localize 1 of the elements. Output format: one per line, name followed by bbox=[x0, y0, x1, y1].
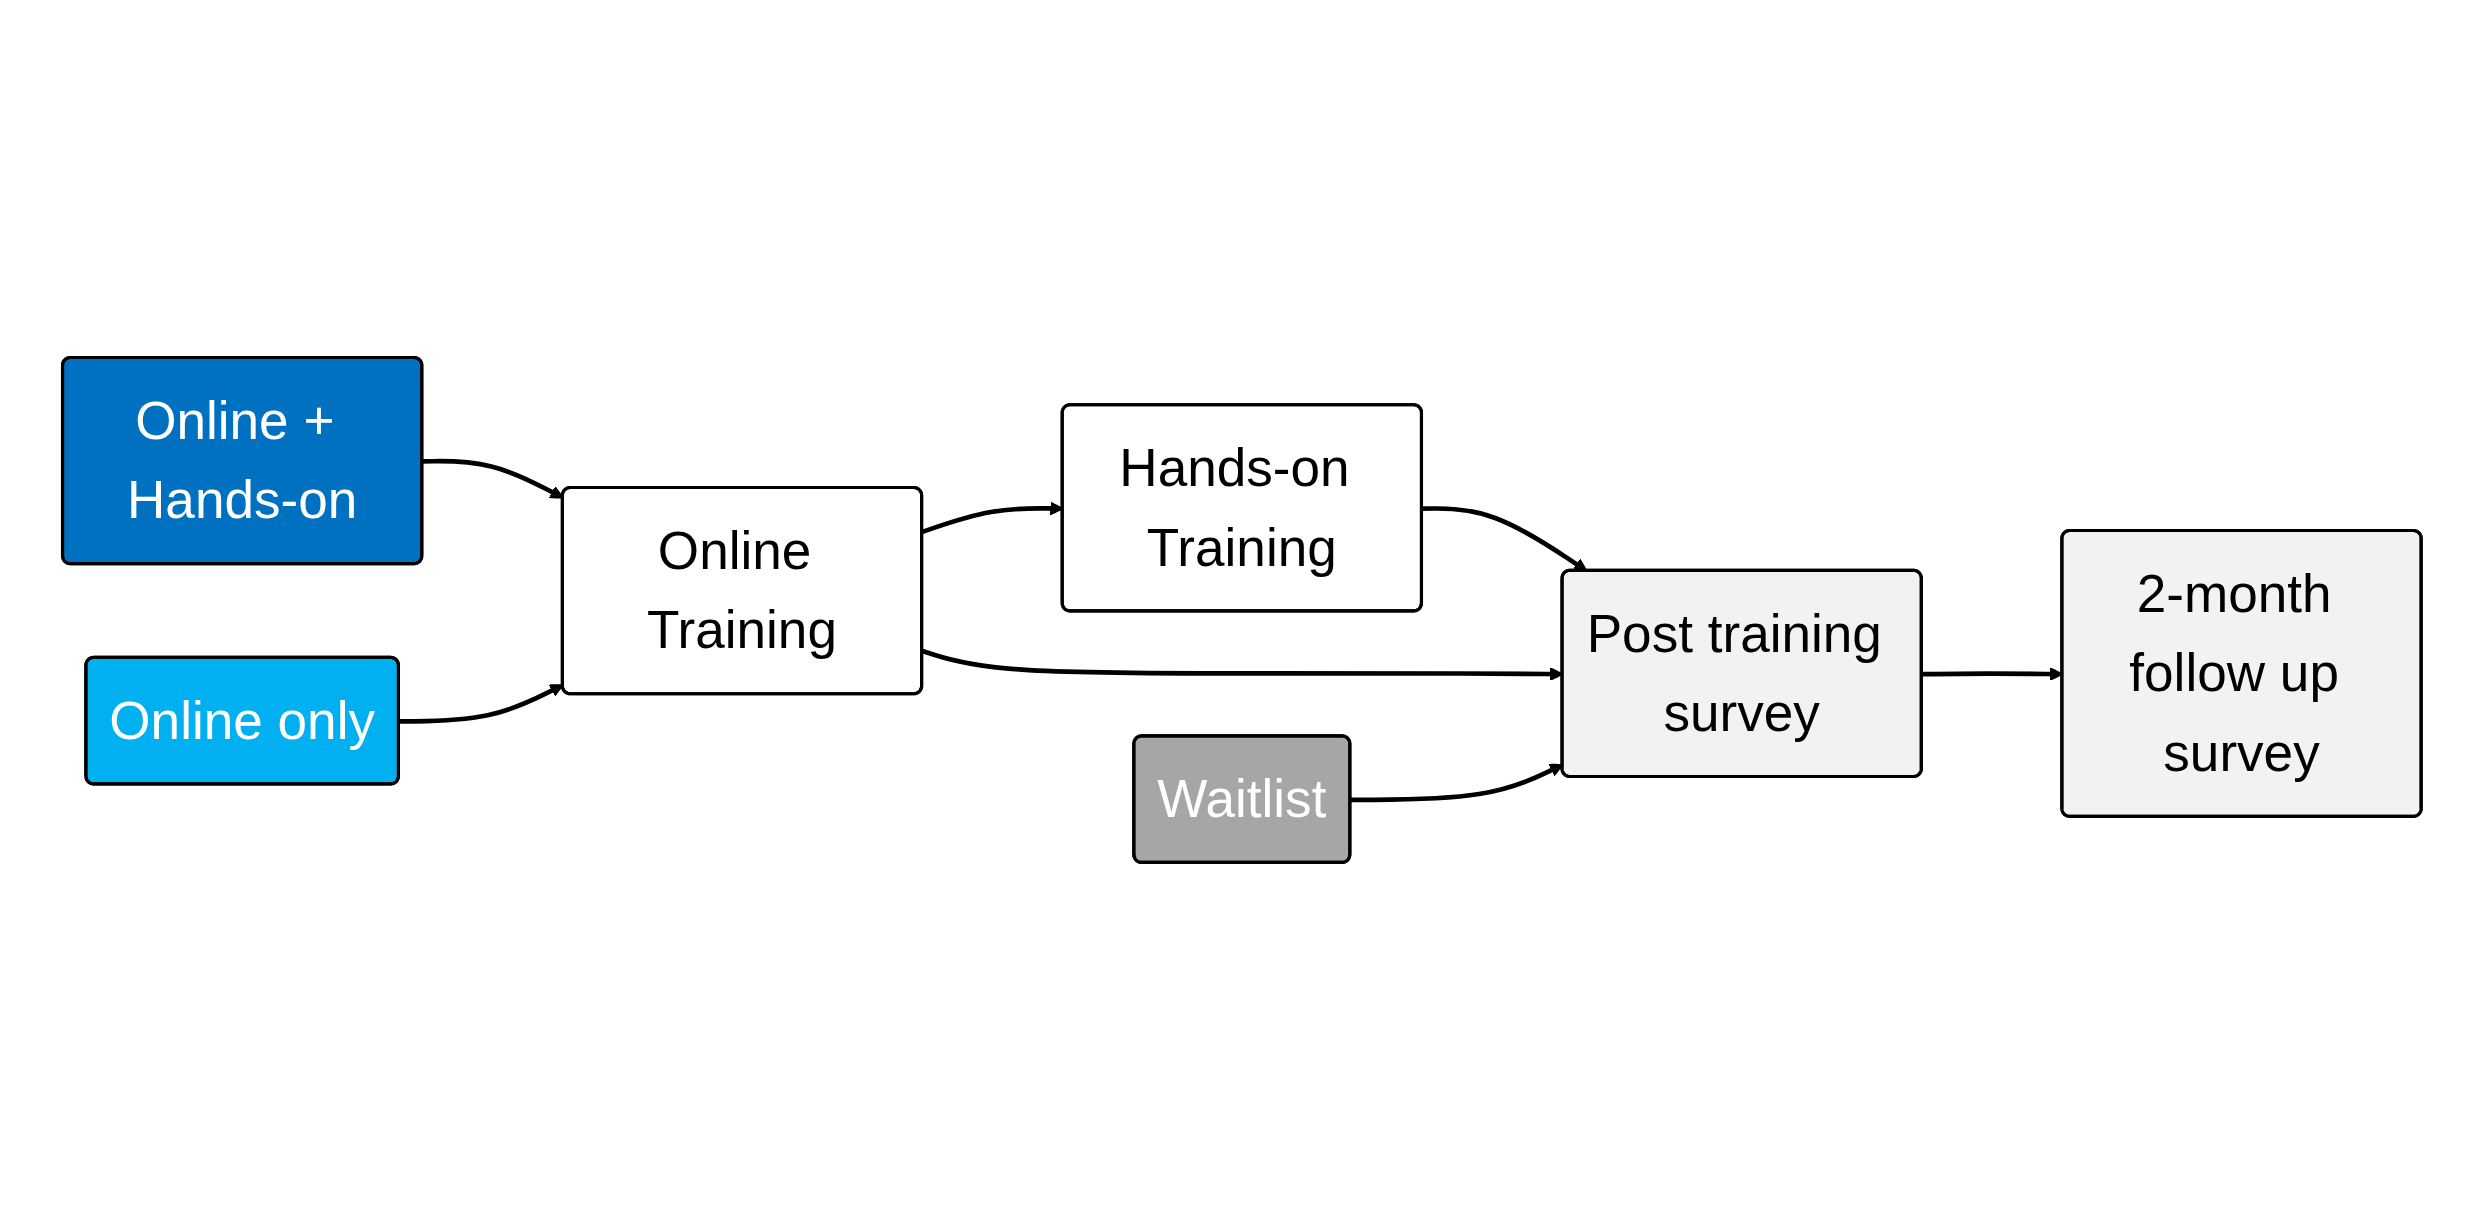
arrow bbox=[422, 458, 564, 499]
